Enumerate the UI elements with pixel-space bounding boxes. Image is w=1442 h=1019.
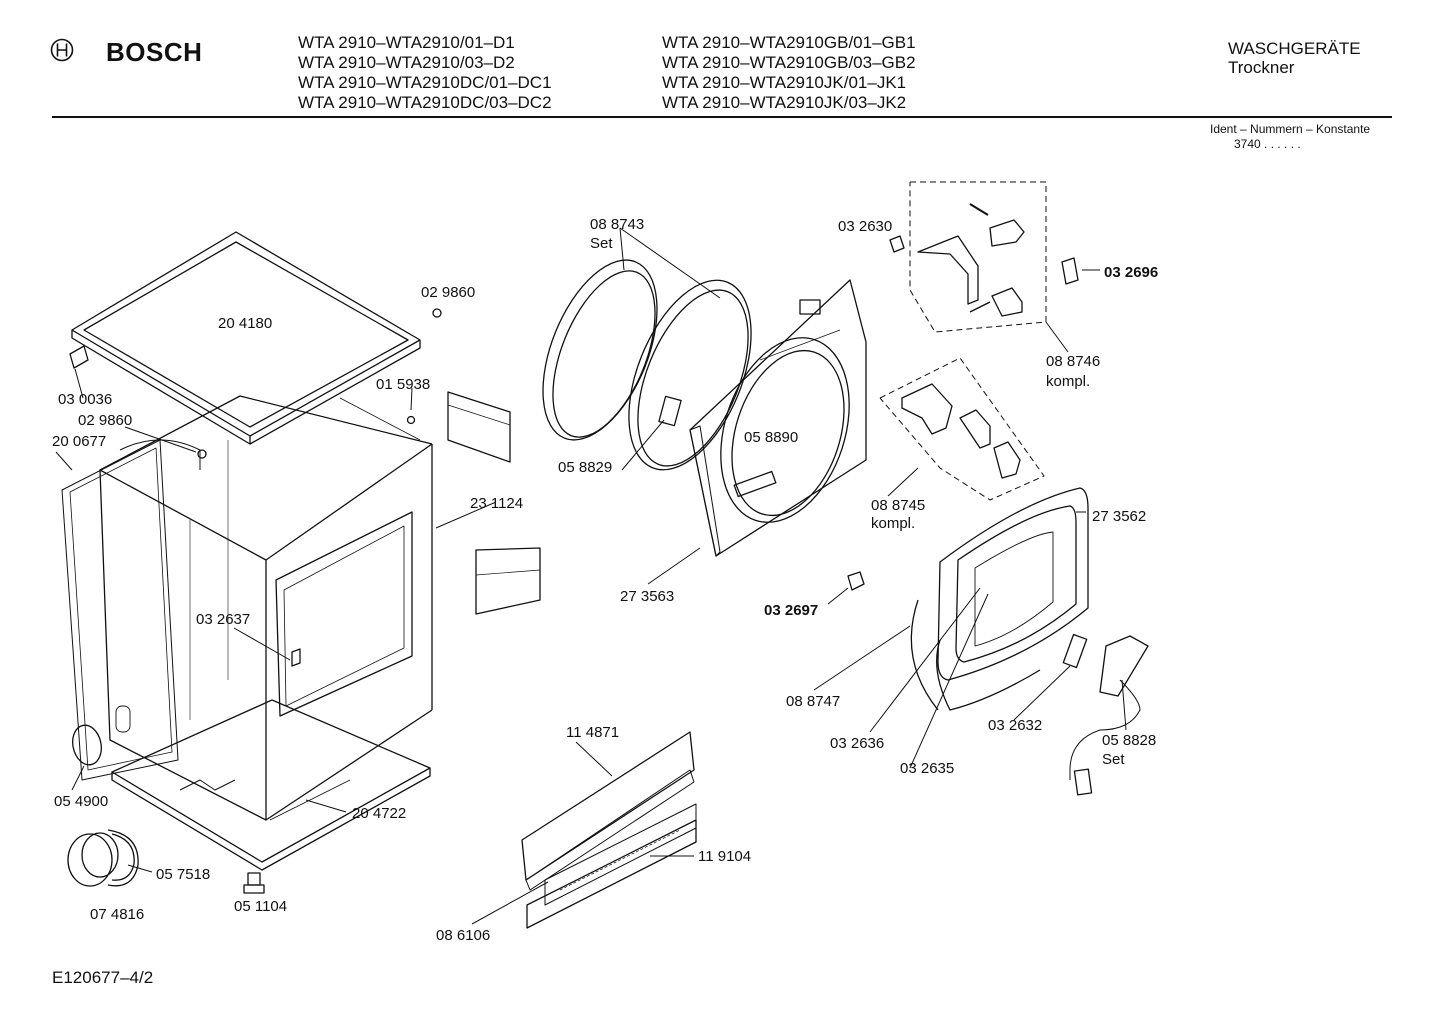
felt-strip-drawing	[658, 395, 682, 427]
part-label: kompl.	[871, 515, 915, 532]
door-handle-drawing	[1062, 633, 1149, 796]
part-label: 20 4722	[352, 805, 406, 822]
clip-drawing	[1061, 257, 1079, 285]
screw-drawing	[406, 415, 416, 425]
clip-drawing	[889, 235, 905, 253]
part-label: 05 8829	[558, 459, 612, 476]
filter-drawing	[67, 829, 139, 887]
bosch-logo-icon	[50, 38, 74, 62]
ident-value: 3740 . . . . . .	[1234, 137, 1301, 151]
part-label: 11 4871	[566, 724, 619, 741]
model-line: WTA 2910–WTA2910JK/03–JK2	[662, 93, 907, 112]
part-label: 27 3563	[620, 588, 674, 605]
part-label: 03 2635	[900, 760, 954, 777]
part-label: 02 9860	[421, 284, 475, 301]
control-panel-drawing	[521, 731, 697, 929]
model-line: WTA 2910–WTA2910GB/03–GB2	[662, 53, 916, 72]
brand-name: BOSCH	[106, 37, 203, 67]
part-label: 08 6106	[436, 927, 490, 944]
part-label: 05 8890	[744, 429, 798, 446]
clip-drawing	[69, 345, 89, 369]
hook-drawing	[291, 648, 301, 667]
part-label: 20 0677	[52, 433, 106, 450]
bracket-drawing	[447, 391, 541, 615]
drawing-id: E120677–4/2	[52, 968, 154, 987]
header-divider	[52, 116, 1392, 118]
part-label: 08 8746	[1046, 353, 1100, 370]
part-label: 07 4816	[90, 906, 144, 923]
foot-pad-drawing	[72, 724, 102, 766]
base-plate-drawing	[111, 699, 431, 871]
part-label: 02 9860	[78, 412, 132, 429]
part-label: Set	[1102, 751, 1125, 768]
part-label: 08 8745	[871, 497, 925, 514]
switch-drawing	[847, 571, 865, 591]
model-line: WTA 2910–WTA2910JK/01–JK1	[662, 73, 907, 92]
model-list-right: WTA 2910–WTA2910GB/01–GB1 WTA 2910–WTA29…	[662, 33, 916, 113]
category-subtitle: Trockner	[1228, 58, 1295, 77]
cabinet-frame-drawing	[99, 395, 433, 821]
part-label: kompl.	[1046, 373, 1090, 390]
ident-block: Ident – Nummern – Konstante 3740 . . . .…	[1210, 122, 1370, 152]
part-label: 03 2696	[1104, 264, 1158, 281]
model-line: WTA 2910–WTA2910/03–D2	[298, 53, 515, 72]
part-label: 05 7518	[156, 866, 210, 883]
part-label: Set	[590, 235, 613, 252]
screw-drawing	[197, 449, 207, 459]
part-label: 08 8743	[590, 216, 644, 233]
belt-set-drawing	[542, 259, 752, 471]
part-label: 03 0036	[58, 391, 112, 408]
front-bearing-shield-drawing	[689, 279, 867, 557]
screw-foot-drawing	[243, 872, 265, 894]
part-label: 03 2636	[830, 735, 884, 752]
door-frame-drawing	[910, 487, 1089, 711]
top-cover-drawing	[71, 231, 421, 445]
ident-label: Ident – Nummern – Konstante	[1210, 122, 1371, 136]
kit-088745-drawing	[879, 357, 1045, 501]
kit-088746-drawing	[909, 181, 1047, 333]
model-line: WTA 2910–WTA2910DC/01–DC1	[298, 73, 552, 92]
part-label: 27 3562	[1092, 508, 1146, 525]
part-label: 03 2637	[196, 611, 250, 628]
model-line: WTA 2910–WTA2910GB/01–GB1	[662, 33, 916, 52]
part-label: 01 5938	[376, 376, 430, 393]
part-label: 03 2697	[764, 602, 818, 619]
part-label: 11 9104	[698, 848, 751, 865]
model-list-left: WTA 2910–WTA2910/01–D1 WTA 2910–WTA2910/…	[298, 33, 552, 113]
part-label: 03 2630	[838, 218, 892, 235]
part-label: 05 1104	[234, 898, 287, 915]
part-label: 05 8828	[1102, 732, 1156, 749]
model-line: WTA 2910–WTA2910DC/03–DC2	[298, 93, 552, 112]
category-block: WASCHGERÄTE Trockner	[1228, 39, 1361, 77]
side-panel-drawing	[61, 439, 201, 781]
part-label: 03 2632	[988, 717, 1042, 734]
category-title: WASCHGERÄTE	[1228, 39, 1361, 58]
part-label: 08 8747	[786, 693, 840, 710]
screw-drawing	[432, 308, 442, 318]
part-label: 05 4900	[54, 793, 108, 810]
part-label: 20 4180	[218, 315, 272, 332]
model-line: WTA 2910–WTA2910/01–D1	[298, 33, 515, 52]
part-label: 23 1124	[470, 495, 523, 512]
